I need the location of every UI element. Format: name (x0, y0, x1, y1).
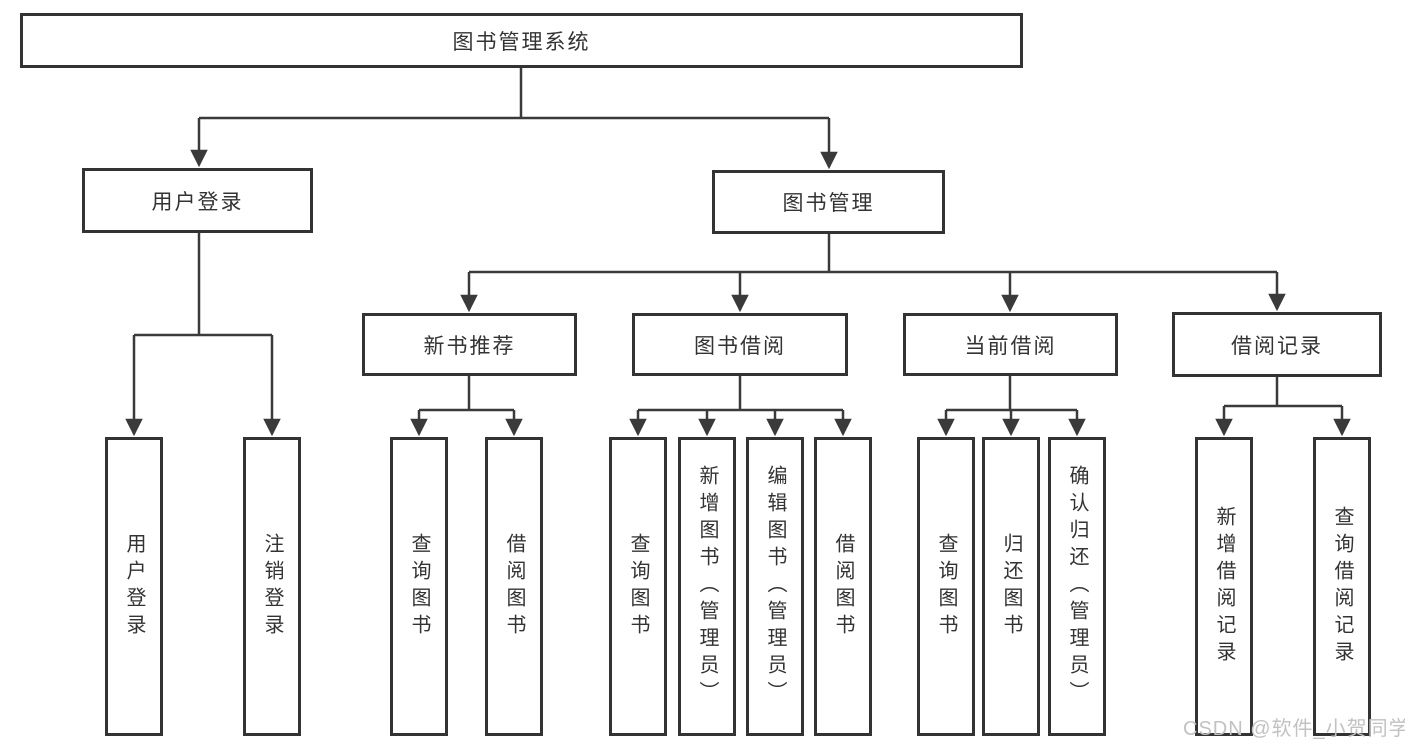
leaf-query-books-borrowing: 查询图书 (609, 437, 667, 736)
node-borrowing-records: 借阅记录 (1172, 312, 1382, 377)
node-book-management: 图书管理 (712, 170, 945, 234)
leaf-user-login: 用户登录 (105, 437, 163, 736)
leaf-query-borrow-record: 查询借阅记录 (1313, 437, 1371, 736)
leaf-label: 新增借阅记录 (1213, 505, 1235, 668)
node-label: 借阅记录 (1231, 334, 1323, 358)
node-user-login: 用户登录 (82, 168, 313, 233)
leaf-label: 注销登录 (261, 532, 283, 641)
leaf-label: 借阅图书 (832, 532, 854, 641)
leaf-borrow-books-recommendation: 借阅图书 (485, 437, 543, 736)
leaf-edit-books-admin: 编辑图书（管理员） (746, 437, 804, 736)
csdn-watermark: CSDN @软件_小贺同学 (1183, 718, 1405, 740)
node-label: 当前借阅 (964, 334, 1057, 358)
leaf-label: 查询图书 (408, 532, 430, 641)
leaf-label: 查询图书 (627, 532, 649, 641)
node-current-borrowing: 当前借阅 (903, 313, 1118, 376)
node-new-book-recommendation: 新书推荐 (362, 313, 577, 376)
node-label: 用户登录 (151, 190, 244, 214)
leaf-query-books-current: 查询图书 (917, 437, 975, 736)
leaf-label: 用户登录 (123, 532, 145, 641)
leaf-label: 查询图书 (935, 532, 957, 641)
node-root-system: 图书管理系统 (20, 13, 1023, 68)
leaf-query-books-recommendation: 查询图书 (390, 437, 448, 736)
leaf-label: 新增图书（管理员） (696, 465, 718, 708)
node-label: 图书管理 (782, 192, 875, 215)
leaf-label: 查询借阅记录 (1331, 505, 1353, 668)
leaf-add-books-admin: 新增图书（管理员） (678, 437, 736, 736)
node-label: 图书管理系统 (452, 30, 591, 54)
leaf-label: 借阅图书 (503, 532, 525, 641)
leaf-confirm-return-admin: 确认归还（管理员） (1048, 437, 1106, 736)
node-book-borrowing: 图书借阅 (632, 313, 848, 376)
node-label: 图书借阅 (694, 334, 786, 358)
leaf-borrow-books: 借阅图书 (814, 437, 872, 736)
leaf-return-books: 归还图书 (982, 437, 1040, 736)
node-label: 新书推荐 (423, 334, 516, 358)
leaf-logout: 注销登录 (243, 437, 301, 736)
leaf-label: 确认归还（管理员） (1066, 465, 1088, 708)
leaf-add-borrow-record: 新增借阅记录 (1195, 437, 1253, 736)
leaf-label: 编辑图书（管理员） (764, 465, 786, 708)
leaf-label: 归还图书 (1000, 532, 1022, 641)
